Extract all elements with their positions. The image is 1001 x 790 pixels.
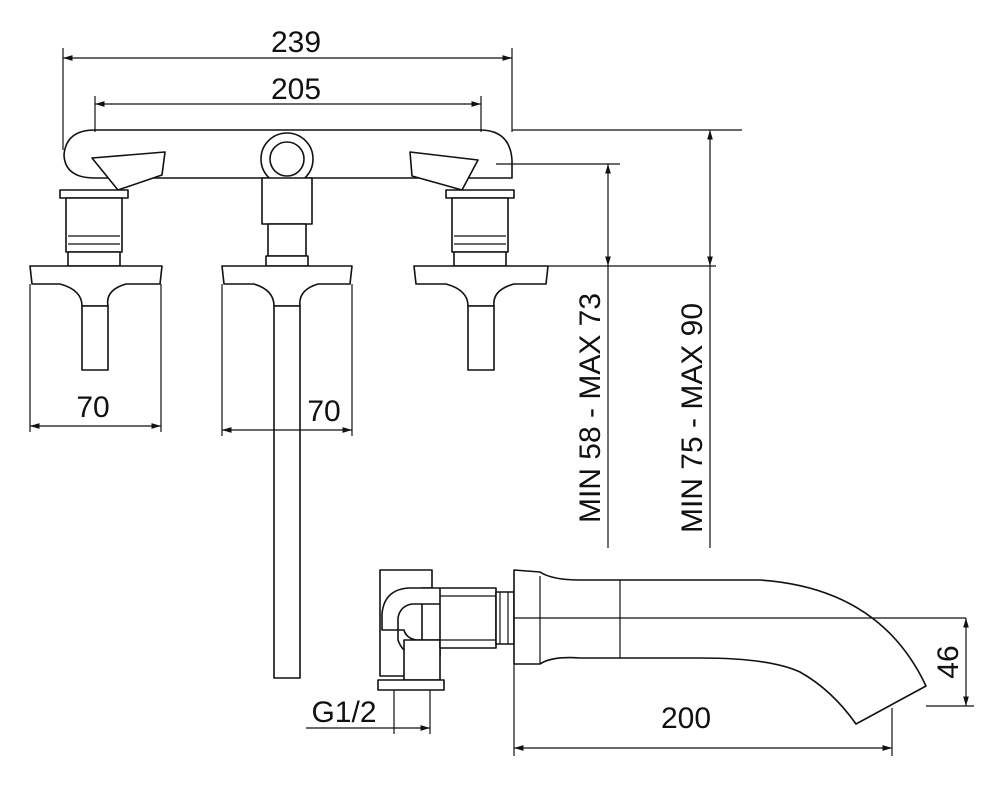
dim-range-outer: MIN 75 - MAX 90 xyxy=(676,303,709,533)
top-view xyxy=(29,129,549,679)
dim-spread-width: 205 xyxy=(271,73,321,106)
dim-left-escutcheon: 70 xyxy=(76,391,109,424)
left-valve xyxy=(59,189,129,267)
dim-spout-length: 200 xyxy=(661,702,711,735)
dimension-lines xyxy=(29,48,742,548)
dim-overall-width: 239 xyxy=(271,26,321,59)
dim-center-escutcheon: 70 xyxy=(307,395,340,428)
left-escutcheon xyxy=(29,265,163,371)
spout xyxy=(513,569,927,725)
center-escutcheon xyxy=(221,265,353,679)
elbow-pipe xyxy=(381,587,440,631)
left-handle-lever xyxy=(91,151,166,191)
right-escutcheon xyxy=(413,265,549,371)
center-valve xyxy=(261,177,313,267)
side-view xyxy=(306,569,974,756)
dim-thread: G1/2 xyxy=(311,696,376,729)
dim-spout-height: 46 xyxy=(932,645,965,678)
right-valve xyxy=(445,189,515,267)
center-body-inner xyxy=(269,141,305,177)
dim-range-inner: MIN 58 - MAX 73 xyxy=(574,293,607,523)
spout-body xyxy=(439,587,497,649)
